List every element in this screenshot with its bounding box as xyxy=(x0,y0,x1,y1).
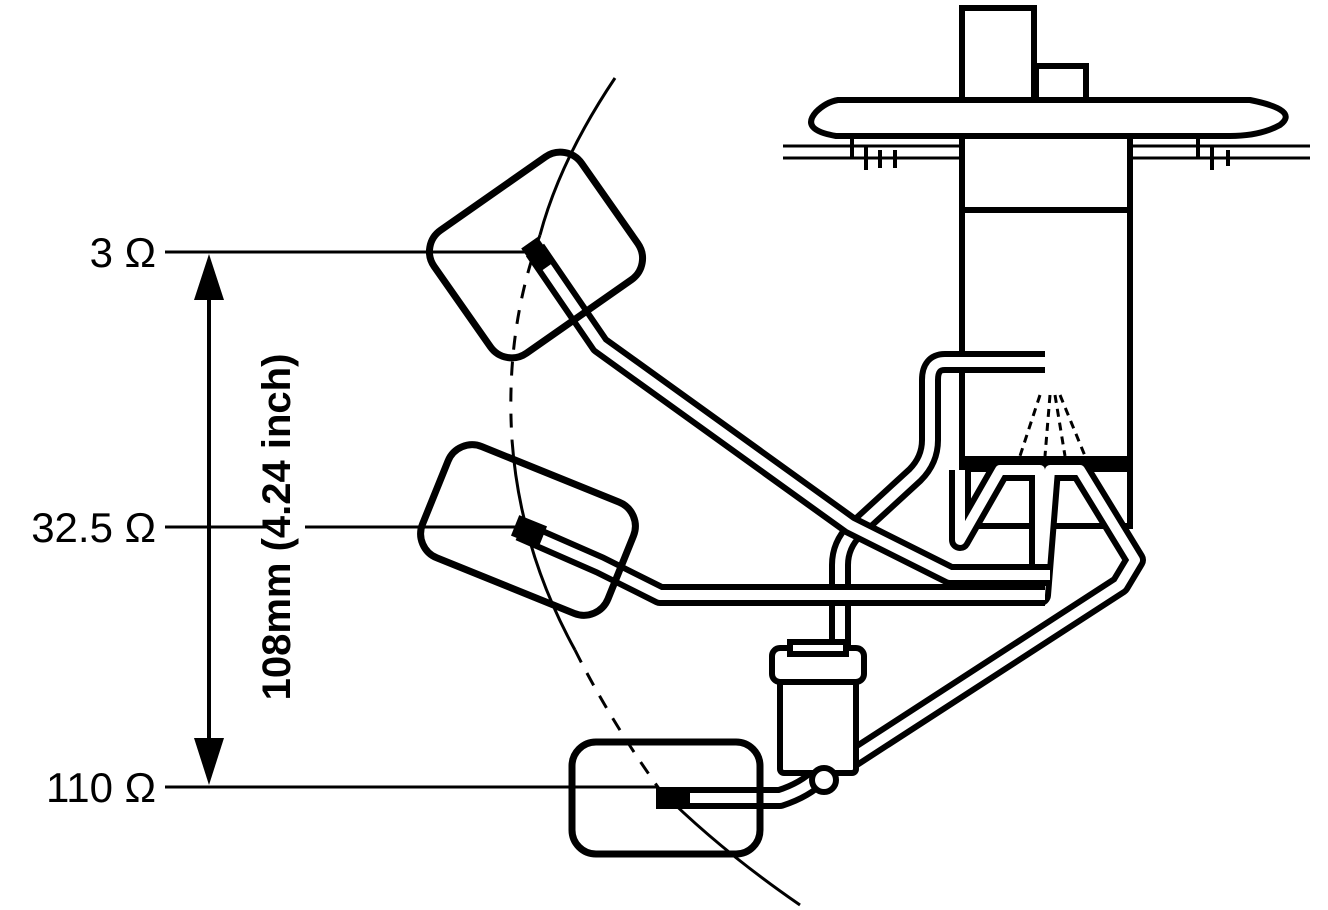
arrow-head-down-icon xyxy=(194,738,224,785)
sender-resistor-body xyxy=(769,639,867,795)
leader-lines xyxy=(165,250,658,789)
float-arm-middle xyxy=(515,519,1045,606)
float-middle xyxy=(417,441,639,619)
label-110-ohm: 110 Ω xyxy=(46,764,156,811)
float-bottom xyxy=(568,738,764,858)
label-32-5-ohm: 32.5 Ω xyxy=(31,504,156,551)
connector-tab xyxy=(1033,63,1089,103)
tank-top-line xyxy=(783,136,1310,170)
dimension-arrow xyxy=(194,254,224,785)
sender-flange-assembly xyxy=(808,5,1289,529)
bracket-tubes xyxy=(844,459,1146,770)
label-3-ohm: 3 Ω xyxy=(90,229,156,276)
float-pivot-markers xyxy=(510,236,690,809)
connector-block xyxy=(959,5,1037,103)
mounting-flange xyxy=(808,97,1289,139)
arrow-head-up-icon xyxy=(194,254,224,300)
dimension-label: 108mm (4.24 inch) xyxy=(255,354,299,701)
float-top xyxy=(425,148,647,362)
